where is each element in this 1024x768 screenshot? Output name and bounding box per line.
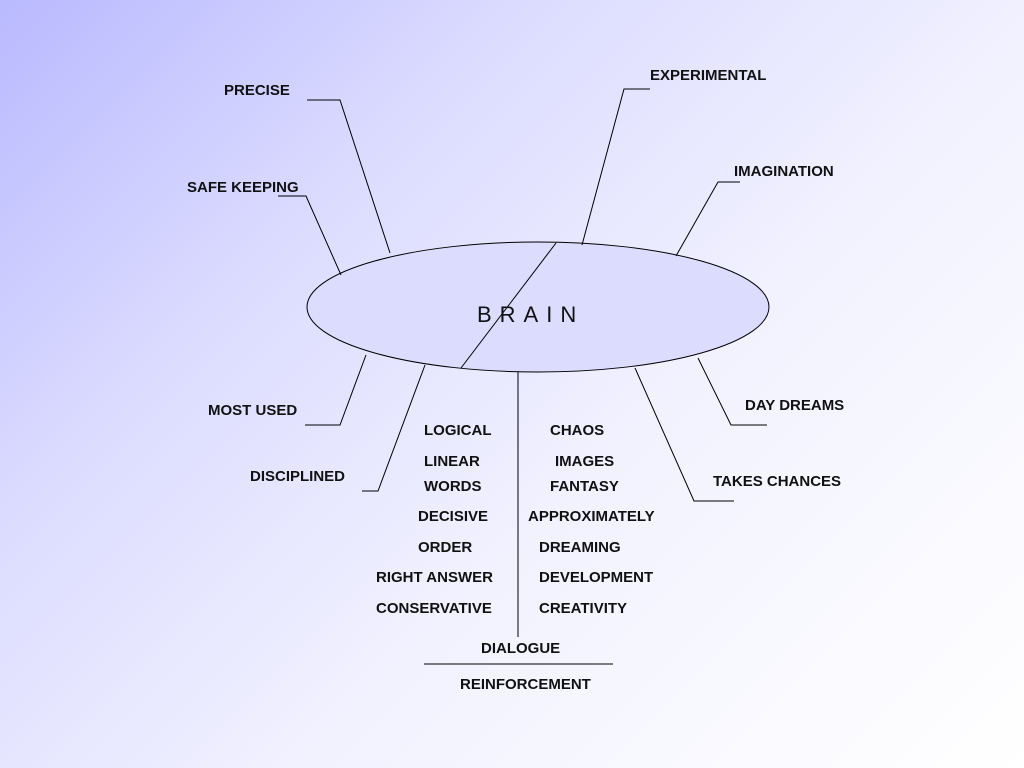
right-column-item: DEVELOPMENT xyxy=(539,569,654,586)
right-column-item: DREAMING xyxy=(539,539,621,556)
left-column-item: CONSERVATIVE xyxy=(376,600,492,617)
leader-experimental xyxy=(581,88,650,246)
leader-most-used xyxy=(305,354,367,426)
left-column-item: DECISIVE xyxy=(418,508,489,525)
leader-safe-keeping xyxy=(278,195,342,276)
leader-imagination xyxy=(675,181,740,257)
label-precise: PRECISE xyxy=(224,82,290,99)
left-column-item: RIGHT ANSWER xyxy=(376,569,493,586)
label-imagination: IMAGINATION xyxy=(734,163,834,180)
label-disciplined: DISCIPLINED xyxy=(250,468,346,485)
leader-takes-chances xyxy=(634,367,734,502)
right-column-item: CREATIVITY xyxy=(539,600,628,617)
label-dialogue: DIALOGUE xyxy=(481,640,561,657)
leader-disciplined xyxy=(362,364,426,492)
ellipse-divider xyxy=(460,242,557,369)
right-column-item: FANTASY xyxy=(550,478,619,495)
label-reinforcement: REINFORCEMENT xyxy=(460,676,591,693)
label-safe-keeping: SAFE KEEPING xyxy=(187,179,299,196)
label-experimental: EXPERIMENTAL xyxy=(650,67,767,84)
left-column-item: WORDS xyxy=(424,478,482,495)
brain-label: BRAIN xyxy=(477,302,585,327)
right-column-item: IMAGES xyxy=(555,453,615,470)
label-takes-chances: TAKES CHANCES xyxy=(713,473,842,490)
right-column-item: APPROXIMATELY xyxy=(528,508,655,525)
left-column-item: LINEAR xyxy=(424,453,480,470)
label-day-dreams: DAY DREAMS xyxy=(745,397,845,414)
leader-day-dreams xyxy=(697,357,767,426)
label-most-used: MOST USED xyxy=(208,402,298,419)
left-column-item: LOGICAL xyxy=(424,422,492,439)
right-column-item: CHAOS xyxy=(550,422,605,439)
leader-precise xyxy=(307,99,391,254)
left-column-item: ORDER xyxy=(418,539,473,556)
brain-ellipse xyxy=(306,241,770,373)
